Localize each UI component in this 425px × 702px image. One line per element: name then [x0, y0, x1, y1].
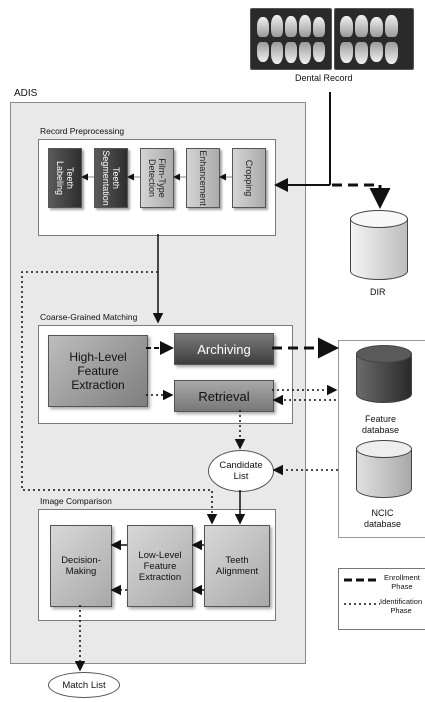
match-list: Match List: [48, 672, 120, 698]
high-level-feature-extraction: High-Level Feature Extraction: [48, 335, 148, 407]
cropping-step: Cropping: [232, 148, 266, 208]
dental-record-label: Dental Record: [295, 73, 353, 83]
archiving-box: Archiving: [174, 333, 274, 365]
record-preprocessing-title: Record Preprocessing: [40, 126, 125, 136]
dir-label: DIR: [370, 287, 386, 297]
enhancement-step: Enhancement: [186, 148, 220, 208]
feature-database: [356, 345, 412, 403]
dir-database: [350, 210, 408, 280]
ncic-database: [356, 440, 412, 498]
connector-identification-loop: [21, 271, 218, 525]
coarse-matching-title: Coarse-Grained Matching: [40, 312, 138, 322]
dental-xray-right: [334, 8, 414, 70]
image-comparison-title: Image Comparison: [40, 496, 112, 506]
feature-db-label: Feature database: [362, 414, 400, 435]
legend: [338, 568, 425, 630]
connector-to-dir: [332, 183, 391, 209]
candidate-list: Candidate List: [208, 450, 274, 492]
legend-identification: Identification Phase: [380, 597, 423, 615]
retrieval-box: Retrieval: [174, 380, 274, 412]
dental-xray-left: [250, 8, 332, 70]
film-type-detection-step: Film-Type Detection: [140, 148, 174, 208]
teeth-labeling-step: Teeth Labeling: [48, 148, 82, 208]
system-title: ADIS: [14, 88, 38, 99]
legend-enrollment: Enrollment Phase: [384, 573, 420, 591]
ncic-db-label: NCIC database: [364, 508, 402, 529]
teeth-alignment-box: Teeth Alignment: [204, 525, 270, 607]
decision-making-box: Decision- Making: [50, 525, 112, 607]
low-level-feature-extraction-box: Low-Level Feature Extraction: [127, 525, 193, 607]
